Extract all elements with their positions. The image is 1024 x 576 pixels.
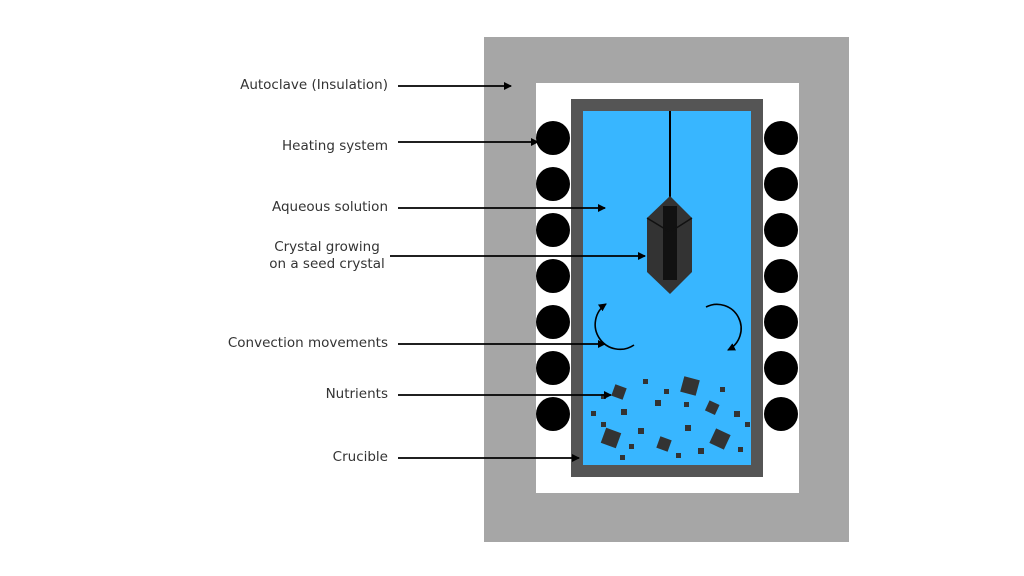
label-crucible: Crucible bbox=[332, 449, 388, 465]
nutrient-cube-icon bbox=[685, 425, 691, 431]
heater-coil-icon bbox=[764, 167, 798, 201]
label-crystal-growing: Crystal growing on a seed crystal bbox=[262, 239, 392, 273]
nutrient-cube-icon bbox=[709, 428, 731, 450]
nutrient-cube-icon bbox=[676, 453, 681, 458]
heater-coil-icon bbox=[764, 213, 798, 247]
heating-system-left bbox=[536, 121, 570, 431]
heater-coil-icon bbox=[536, 305, 570, 339]
heater-coil-icon bbox=[764, 397, 798, 431]
nutrient-cube-icon bbox=[680, 376, 700, 396]
nutrient-cube-icon bbox=[638, 428, 644, 434]
heating-system-right bbox=[764, 121, 798, 431]
nutrient-cube-icon bbox=[600, 427, 622, 449]
heater-coil-icon bbox=[536, 351, 570, 385]
heater-coil-icon bbox=[536, 213, 570, 247]
nutrient-cube-icon bbox=[620, 455, 625, 460]
nutrient-cube-icon bbox=[738, 447, 743, 452]
leader-arrows bbox=[390, 82, 646, 462]
nutrient-cube-icon bbox=[601, 422, 606, 427]
nutrient-cube-icon bbox=[664, 389, 669, 394]
label-convection-movements: Convection movements bbox=[227, 335, 388, 351]
heater-coil-icon bbox=[536, 167, 570, 201]
heater-coil-icon bbox=[536, 259, 570, 293]
nutrients-group bbox=[591, 376, 750, 460]
nutrient-cube-icon bbox=[611, 384, 627, 400]
nutrient-cube-icon bbox=[621, 409, 627, 415]
crystal-icon bbox=[646, 196, 693, 294]
heater-coil-icon bbox=[764, 121, 798, 155]
nutrient-cube-icon bbox=[643, 379, 648, 384]
heater-coil-icon bbox=[536, 121, 570, 155]
heater-coil-icon bbox=[764, 305, 798, 339]
label-nutrients: Nutrients bbox=[325, 386, 388, 402]
convection-arrow-left-icon bbox=[594, 303, 635, 351]
nutrient-cube-icon bbox=[591, 411, 596, 416]
heater-coil-icon bbox=[764, 259, 798, 293]
heater-coil-icon bbox=[764, 351, 798, 385]
nutrient-cube-icon bbox=[655, 400, 661, 406]
label-crystal-line-2: on a seed crystal bbox=[269, 256, 385, 272]
label-heating-system: Heating system bbox=[282, 138, 388, 154]
nutrient-cube-icon bbox=[629, 444, 634, 449]
label-autoclave: Autoclave (Insulation) bbox=[240, 77, 388, 93]
nutrient-cube-icon bbox=[601, 394, 606, 399]
heater-coil-icon bbox=[536, 397, 570, 431]
nutrient-cube-icon bbox=[684, 402, 689, 407]
label-aqueous-solution: Aqueous solution bbox=[271, 199, 388, 215]
nutrient-cube-icon bbox=[745, 422, 750, 427]
nutrient-cube-icon bbox=[656, 436, 672, 452]
label-crystal-line-1: Crystal growing bbox=[274, 239, 380, 255]
nutrient-cube-icon bbox=[698, 448, 704, 454]
nutrient-cube-icon bbox=[704, 400, 720, 415]
nutrient-cube-icon bbox=[734, 411, 740, 417]
convection-arrow-right-icon bbox=[705, 303, 742, 351]
nutrient-cube-icon bbox=[720, 387, 725, 392]
